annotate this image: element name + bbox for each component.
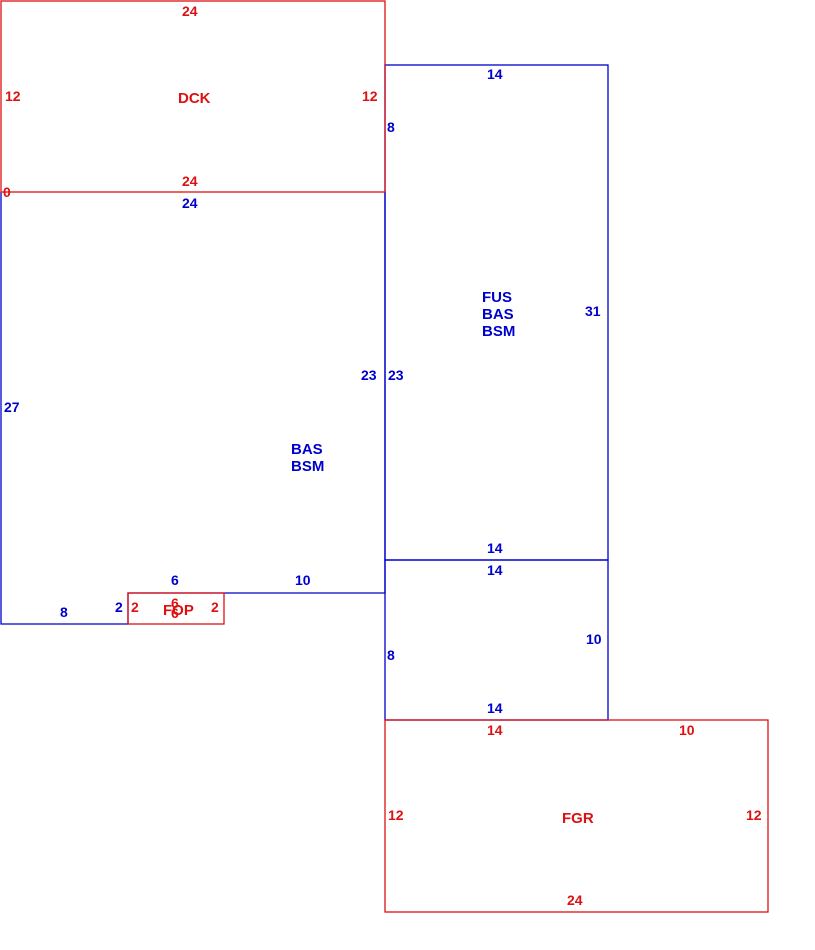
area-labels: DCK FUS BAS BSM BAS BSM FOP FGR — [163, 90, 594, 827]
bas-area-label-2: BSM — [291, 458, 324, 475]
dim-fgr-top-right: 10 — [679, 722, 695, 738]
dim-fgr-bottom: 24 — [567, 892, 583, 908]
dim-fus-top: 14 — [487, 66, 503, 82]
dim-fop-left: 2 — [131, 599, 139, 615]
dim-bas-top: 24 — [182, 195, 198, 211]
dim-fgr-right: 12 — [746, 807, 762, 823]
fop-area-label: FOP — [163, 602, 194, 619]
dim-fus-right: 31 — [585, 303, 601, 319]
bas-outline — [0, 192, 386, 625]
dim-bas-right: 23 — [361, 367, 377, 383]
dim-lower-top: 14 — [487, 562, 503, 578]
dim-dck-bottom: 24 — [182, 173, 198, 189]
living-dimension-labels: 24 14 8 31 23 23 27 14 14 10 8 14 6 10 2… — [4, 66, 602, 716]
dim-fop-bottom: 6 — [171, 605, 179, 621]
dim-lower-right: 10 — [586, 631, 602, 647]
dim-bas-bottom: 8 — [60, 604, 68, 620]
fus-area-label-1: FUS — [482, 289, 512, 306]
dim-bas-step-top: 6 — [171, 572, 179, 588]
fus-area-label-3: BSM — [482, 323, 515, 340]
dim-fus-bottom: 14 — [487, 540, 503, 556]
dim-zero: 0 — [3, 184, 11, 200]
fus-area-label-2: BAS — [482, 306, 514, 323]
fgr-area-label: FGR — [562, 810, 594, 827]
dim-bas-left: 27 — [4, 399, 20, 415]
fop-outline — [127, 592, 225, 625]
dim-dck-top: 24 — [182, 3, 198, 19]
exterior-area-outlines — [0, 0, 769, 913]
dck-area-label: DCK — [178, 90, 211, 107]
dim-fop-right: 2 — [211, 599, 219, 615]
dim-bas-step-left: 2 — [115, 599, 123, 615]
lower-section-outline — [384, 559, 609, 721]
dim-dck-left: 12 — [5, 88, 21, 104]
dim-bas-step-mid: 10 — [295, 572, 311, 588]
dim-fgr-left: 12 — [388, 807, 404, 823]
bas-area-label-1: BAS — [291, 441, 323, 458]
dck-outline — [0, 0, 386, 193]
living-area-outlines — [0, 64, 609, 721]
dim-fgr-top-left: 14 — [487, 722, 503, 738]
dim-fus-left: 23 — [388, 367, 404, 383]
dim-dck-right: 12 — [362, 88, 378, 104]
dim-lower-bottom: 14 — [487, 700, 503, 716]
fgr-outline — [384, 719, 769, 913]
dim-lower-left: 8 — [387, 647, 395, 663]
dim-fus-left-top: 8 — [387, 119, 395, 135]
dim-fop-top: 6 — [171, 595, 179, 611]
exterior-dimension-labels: 24 12 12 24 0 2 2 6 6 14 10 12 12 24 — [3, 3, 762, 908]
